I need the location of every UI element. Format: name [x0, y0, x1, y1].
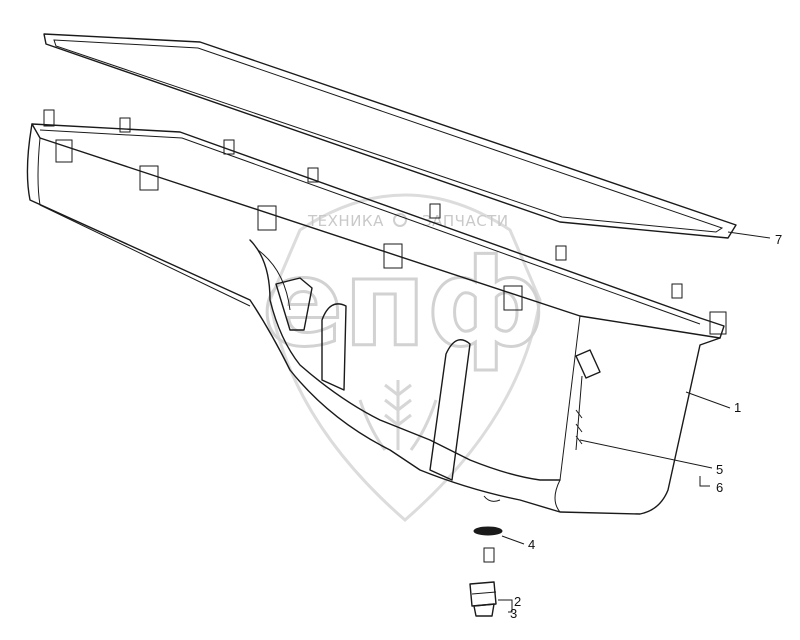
watermark-right-text: ЗАПЧАСТИ	[422, 212, 509, 230]
watermark-left-text: ТЕХНИКА	[307, 212, 384, 230]
watermark-gear-icon	[393, 213, 407, 227]
callout-6: 6	[716, 480, 723, 495]
watermark-shield-icon	[268, 193, 542, 522]
callout-numbers: 7 1 5 6 4 2 3	[510, 232, 782, 621]
callout-1: 1	[734, 400, 741, 415]
leader-lines	[498, 231, 771, 613]
washer-part-4	[473, 526, 503, 563]
drain-plug-parts-2-3	[469, 581, 497, 617]
callout-4: 4	[528, 537, 535, 552]
callout-3: 3	[510, 606, 517, 621]
callout-2: 2	[514, 594, 521, 609]
watermark-logo-text: епф	[262, 235, 545, 374]
gasket-part-7	[43, 33, 737, 239]
callout-7: 7	[775, 232, 782, 247]
callout-5: 5	[716, 462, 723, 477]
flange-bolts	[43, 109, 727, 335]
oil-pan-part-1	[26, 109, 727, 515]
